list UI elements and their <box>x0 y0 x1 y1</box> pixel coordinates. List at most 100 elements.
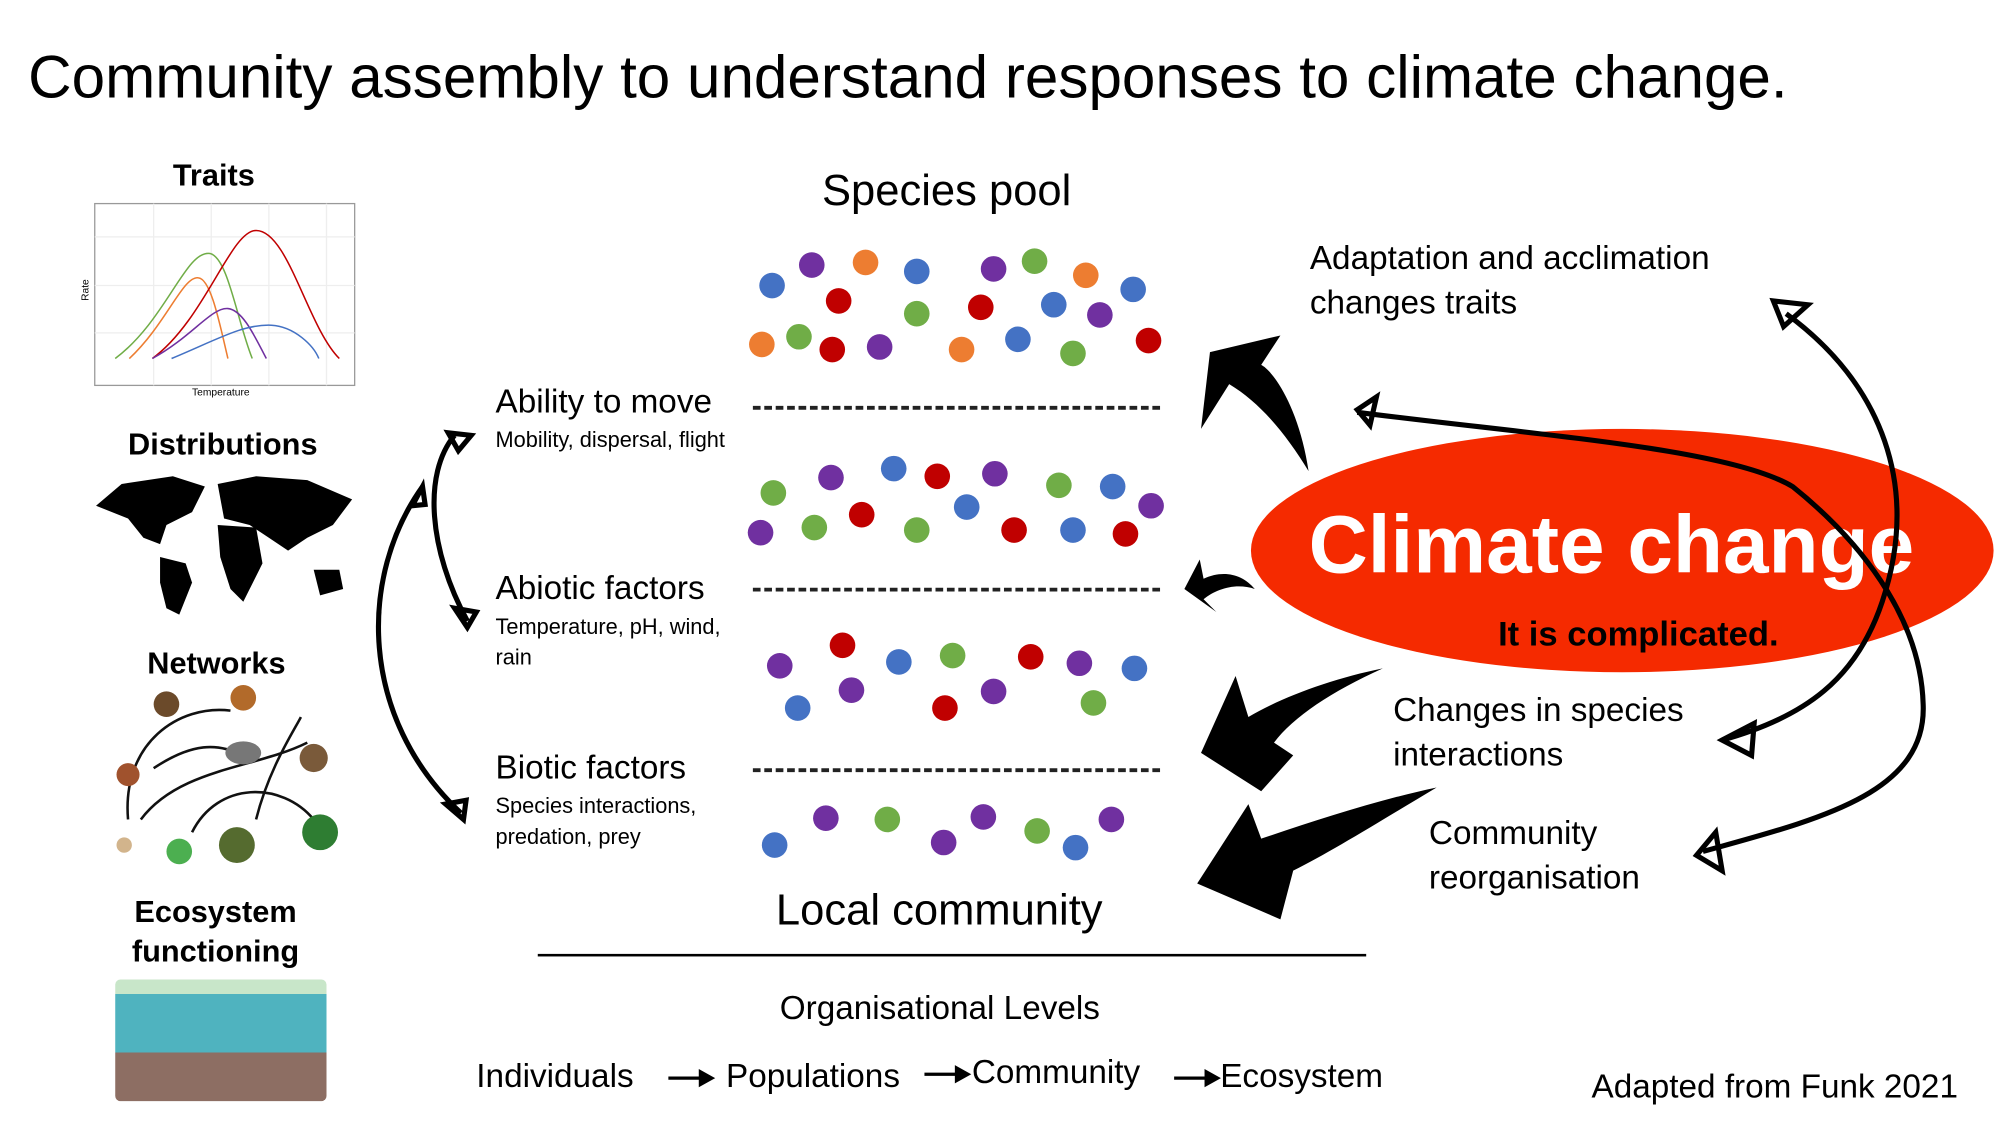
curve-green <box>114 252 253 360</box>
species-dot-blue <box>886 649 912 675</box>
species-dot-red <box>924 463 951 490</box>
ecosystem-heading-line1: Ecosystem <box>134 894 297 930</box>
species-dot-orange <box>1072 262 1099 289</box>
interactions-line1: Changes in species <box>1393 690 1684 729</box>
species-dot-blue <box>903 258 930 285</box>
species-dot-blue <box>1005 326 1031 353</box>
climate-ellipse <box>1250 428 1994 673</box>
species-dot-purple <box>980 256 1007 282</box>
species-dot-red <box>967 294 994 321</box>
arrow-to-ability <box>1201 335 1309 472</box>
species-dot-blue <box>784 695 811 721</box>
species-dot-purple <box>798 252 825 278</box>
species-dot-red <box>848 501 875 528</box>
species-dot-purple <box>982 460 1008 487</box>
slide-title: Community assembly to understand respons… <box>28 42 1788 111</box>
species-dot-blue <box>1121 655 1148 682</box>
abiotic-sub-line1: Temperature, pH, wind, <box>495 614 721 639</box>
label-adaptation: Adaptation and acclimation changes trait… <box>1310 236 1710 326</box>
species-dot-green <box>1024 818 1050 844</box>
filter-ability-to-move: Ability to move <box>495 381 713 420</box>
species-dot-green <box>874 806 901 833</box>
species-dot-purple <box>1098 806 1125 833</box>
reorganisation-line2: reorganisation <box>1428 857 1640 897</box>
species-dot-orange <box>852 249 879 276</box>
species-dot-red <box>1135 327 1162 354</box>
reorganisation-line1: Community <box>1428 813 1598 852</box>
biotic-sub-line1: Species interactions, <box>495 793 697 819</box>
filter-line-2 <box>752 587 1161 592</box>
abiotic-sub-line2: rain <box>495 645 532 670</box>
species-dot-red <box>932 695 958 721</box>
arrow-to-biotic <box>1201 668 1383 792</box>
species-dot-green <box>903 517 930 543</box>
species-dot-blue <box>1060 517 1086 543</box>
filter-line-1 <box>752 405 1161 410</box>
species-dot-blue <box>1062 834 1089 861</box>
species-dot-purple <box>1087 302 1113 328</box>
species-dot-red <box>825 288 852 314</box>
species-dot-purple <box>980 678 1007 705</box>
biotic-sub-line2: predation, prey <box>495 824 641 849</box>
species-dot-purple <box>1066 650 1093 677</box>
species-dot-purple <box>866 334 893 360</box>
species-dot-green <box>801 514 828 541</box>
curve-purple <box>151 307 268 360</box>
species-dot-purple <box>930 829 957 856</box>
ecosystem-heading: Ecosystem functioning <box>132 892 299 971</box>
species-dot-red <box>1017 644 1044 670</box>
climate-subtitle: It is complicated. <box>1498 614 1779 654</box>
thin-curved-arrows <box>375 297 1926 876</box>
species-dot-red <box>819 336 846 363</box>
networks-heading: Networks <box>147 646 286 682</box>
traits-xlabel: Temperature <box>192 386 250 399</box>
species-dot-purple <box>1138 492 1164 519</box>
filter-biotic-sub: Species interactions, predation, prey <box>496 791 697 852</box>
divider-line <box>537 953 1367 957</box>
species-dot-green <box>760 480 787 506</box>
species-dot-purple <box>818 464 844 491</box>
filter-biotic-factors: Biotic factors <box>495 747 687 787</box>
species-dot-blue <box>953 494 980 520</box>
org-level-populations: Populations <box>725 1056 900 1095</box>
species-dot-red <box>1001 517 1027 543</box>
species-dot-purple <box>747 519 774 546</box>
arrow-to-local <box>1197 787 1437 920</box>
org-level-community: Community <box>971 1052 1141 1091</box>
org-level-individuals: Individuals <box>476 1056 634 1095</box>
species-dot-blue <box>759 272 785 299</box>
species-dot-blue <box>1040 291 1067 318</box>
species-dot-purple <box>766 653 793 679</box>
species-dot-blue <box>1120 276 1146 303</box>
species-dot-green <box>1021 248 1048 275</box>
species-dot-green <box>939 642 966 669</box>
filter-ability-sub: Mobility, dispersal, flight <box>495 427 725 452</box>
org-levels-title: Organisational Levels <box>779 988 1100 1027</box>
org-level-arrows <box>668 1065 1221 1088</box>
traits-chart: Rate Temperature <box>77 198 371 403</box>
adaptation-line2: changes traits <box>1309 282 1518 322</box>
distributions-heading: Distributions <box>128 427 318 463</box>
species-pool-label: Species pool <box>822 166 1072 216</box>
ecosystem-heading-line2: functioning <box>131 934 300 970</box>
filter-line-3 <box>752 768 1161 773</box>
species-dot-blue <box>761 832 788 858</box>
species-dot-red <box>1112 521 1139 547</box>
species-dot-green <box>1060 340 1086 367</box>
species-dot-blue <box>1099 473 1126 500</box>
big-black-arrows <box>1184 335 1437 920</box>
traits-chart-svg <box>94 202 356 387</box>
arrow-to-abiotic <box>1184 559 1255 613</box>
species-dot-purple <box>813 805 839 831</box>
species-dot-orange <box>749 331 775 358</box>
pond-image <box>115 979 327 1102</box>
local-community-label: Local community <box>775 886 1103 935</box>
curve-orange <box>128 277 229 360</box>
adaptation-line1: Adaptation and acclimation <box>1309 238 1710 277</box>
curve-blue <box>171 324 320 360</box>
species-dot-purple <box>970 804 997 830</box>
